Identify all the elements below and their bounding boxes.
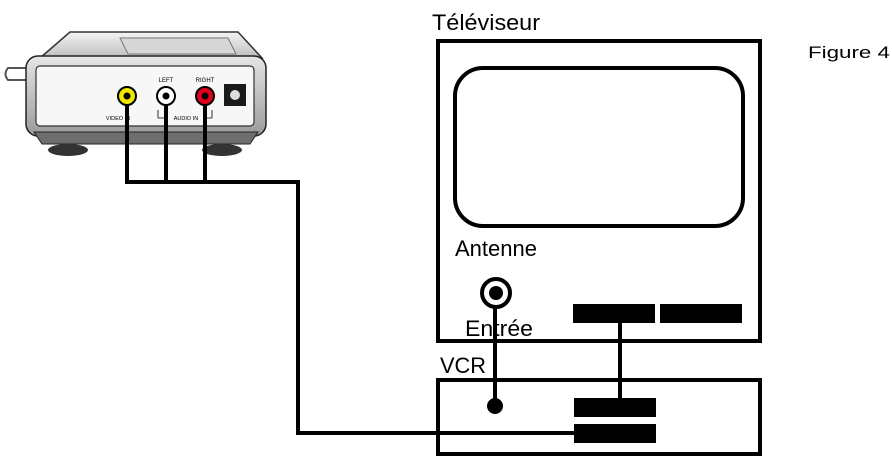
combined-cable <box>125 180 574 435</box>
tv-input-block-2 <box>660 304 742 323</box>
vcr-antenna-jack <box>487 398 503 414</box>
device-foot-right <box>202 144 242 156</box>
source-device: LEFT RIGHT VIDEO IN AUDIO IN <box>4 31 267 156</box>
tv-label: Téléviseur <box>432 10 540 35</box>
television <box>436 39 762 343</box>
device-foot-left <box>48 144 88 156</box>
antenna-label: Antenne <box>455 236 537 261</box>
audio-in-label: AUDIO IN <box>174 116 198 122</box>
jack-right-label: RIGHT <box>196 78 215 84</box>
video-in-label: VIDEO IN <box>106 116 130 122</box>
device-bottom-edge <box>33 131 259 145</box>
jack-left-label: LEFT <box>159 78 174 84</box>
vcr-input-block <box>574 424 656 443</box>
tv-frame <box>436 39 762 343</box>
audio-video-cables <box>125 105 574 435</box>
vcr-label: VCR <box>440 353 486 378</box>
input-label: Entrée <box>465 316 533 341</box>
audio-bracket <box>157 110 213 119</box>
vcr-output-block <box>574 398 656 417</box>
device-back-panel <box>35 65 255 127</box>
device-cable-loop <box>4 67 28 81</box>
vcr <box>436 378 762 456</box>
figure-label: Figure 4 <box>808 43 890 62</box>
device-top-ridge <box>119 37 237 55</box>
tv-screen <box>453 66 745 228</box>
tv-vcr-cables <box>493 307 622 400</box>
vcr-frame <box>436 378 762 456</box>
tv-input-block-1 <box>573 304 655 323</box>
